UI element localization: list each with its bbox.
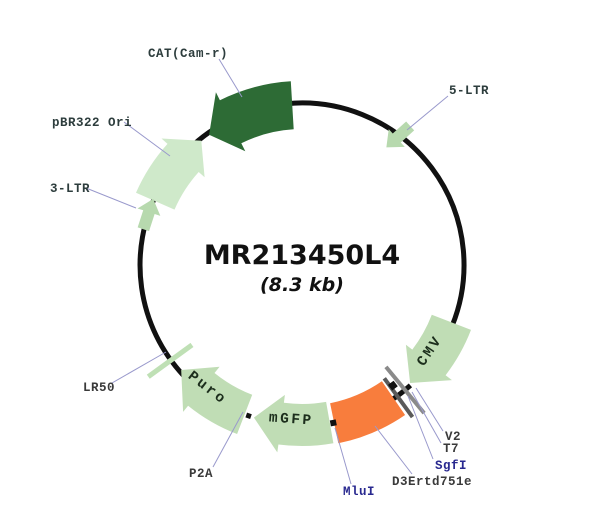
callout-labels: CAT(Cam-r) pBR322 Ori 3-LTR 5-LTR LR50 P… — [50, 47, 489, 499]
leader-lines — [85, 58, 449, 485]
leader-line-sgfi — [407, 395, 434, 460]
5-ltr-label: 5-LTR — [449, 84, 489, 98]
leader-line-d3ertd751e — [374, 425, 413, 475]
plasmid-backbone-arc-0 — [286, 100, 467, 327]
t7-label: T7 — [443, 442, 459, 456]
leader-line-v2 — [415, 387, 444, 432]
leader-line-lr50 — [111, 351, 167, 384]
mgfp-gene-label: mGFP — [268, 410, 314, 429]
feature-arrow-cmv — [405, 314, 471, 383]
junction-dot-orf-mgfp — [329, 419, 337, 427]
leader-line-mlui — [334, 427, 352, 485]
feature-arrow-cat — [209, 81, 294, 152]
small-arrow-ltr3 — [137, 198, 161, 232]
plasmid-title-group: MR213450L4 (8.3 kb) — [204, 240, 400, 296]
feature-arrow-pbr322-ori — [136, 138, 205, 210]
3-ltr-label: 3-LTR — [50, 182, 90, 196]
plasmid-shapes — [136, 81, 471, 453]
lr50-tick — [146, 342, 194, 379]
plasmid-size: (8.3 kb) — [260, 274, 344, 296]
leader-line-p2a — [212, 411, 244, 468]
leader-line-cat — [218, 58, 243, 98]
v2-label: V2 — [445, 430, 461, 444]
lr50-label: LR50 — [83, 381, 115, 395]
junction-dot-p2a — [245, 412, 252, 419]
region-orf — [330, 381, 406, 444]
leader-line-pbr322 — [123, 121, 171, 157]
feature-arrow-puro — [181, 366, 253, 434]
leader-line-3ltr — [85, 187, 137, 209]
p2a-label: P2A — [189, 467, 213, 481]
feature-arrow-mgfp — [253, 394, 334, 453]
leader-line-5ltr — [406, 95, 449, 131]
junction-dot-sites — [387, 380, 398, 391]
d3ertd751e-label: D3Ertd751e — [392, 475, 472, 489]
site-tick-1 — [384, 365, 426, 415]
sgfi-label: SgfI — [435, 459, 467, 473]
cat-label: CAT(Cam-r) — [148, 47, 228, 61]
small-arrow-ltr5 — [386, 121, 415, 148]
mlui-label: MluI — [343, 485, 375, 499]
leader-line-t7 — [411, 391, 442, 444]
pbr322-ori-label: pBR322 Ori — [52, 116, 132, 130]
plasmid-name: MR213450L4 — [204, 240, 400, 271]
